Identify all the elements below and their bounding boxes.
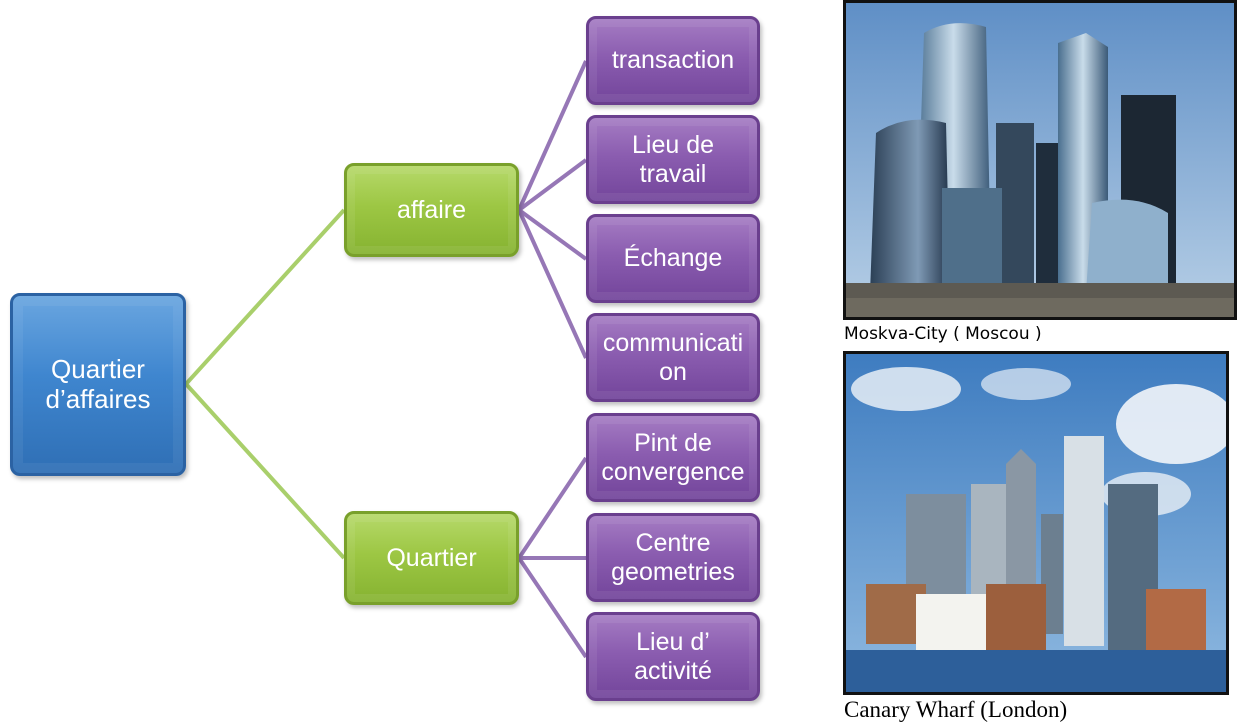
- connector-affaire-transaction: [517, 60, 588, 211]
- connector-root-affaire: [184, 208, 346, 386]
- branch-node-quartier: Quartier: [344, 511, 519, 605]
- leaf-node-lieu-activite: Lieu d’ activité: [586, 612, 760, 701]
- leaf-node-centre-geometries: Centre geometries: [586, 513, 760, 602]
- leaf-node-label: communicati on: [602, 328, 744, 386]
- leaf-node-label: Centre geometries: [611, 528, 735, 586]
- connector-affaire-echange: [517, 208, 588, 261]
- canary-wharf-photo: [843, 351, 1229, 695]
- leaf-node-lieu-de-travail: Lieu de travail: [586, 115, 760, 204]
- canary-wharf-caption: Canary Wharf (London): [844, 697, 1068, 722]
- root-node-quartier-affaires: Quartier d’affaires: [10, 293, 186, 476]
- skyline-illustration: [846, 3, 1234, 317]
- leaf-node-label: transaction: [611, 46, 735, 75]
- leaf-node-label: Pint de convergence: [601, 428, 745, 486]
- connector-quartier-convergence: [517, 456, 588, 560]
- moskva-city-photo: [843, 0, 1237, 320]
- leaf-node-label: Lieu de travail: [631, 130, 715, 188]
- leaf-node-label: Échange: [623, 244, 723, 273]
- connector-quartier-lieu-activite: [517, 556, 588, 659]
- connector-affaire-communication: [517, 209, 588, 359]
- leaf-node-communication: communicati on: [586, 313, 760, 402]
- leaf-node-label: Lieu d’ activité: [634, 627, 712, 685]
- branch-node-affaire: affaire: [344, 163, 519, 257]
- connector-affaire-lieu-travail: [517, 158, 588, 212]
- leaf-node-transaction: transaction: [586, 16, 760, 105]
- leaf-node-echange: Échange: [586, 214, 760, 303]
- connector-root-quartier: [184, 382, 346, 560]
- root-node-label: Quartier d’affaires: [45, 353, 151, 414]
- branch-node-label: Quartier: [386, 543, 477, 572]
- moskva-city-caption: Moskva-City ( Moscou ): [844, 324, 1042, 344]
- leaf-node-pint-de-convergence: Pint de convergence: [586, 413, 760, 502]
- branch-node-label: affaire: [396, 195, 467, 224]
- skyline-illustration: [846, 354, 1226, 692]
